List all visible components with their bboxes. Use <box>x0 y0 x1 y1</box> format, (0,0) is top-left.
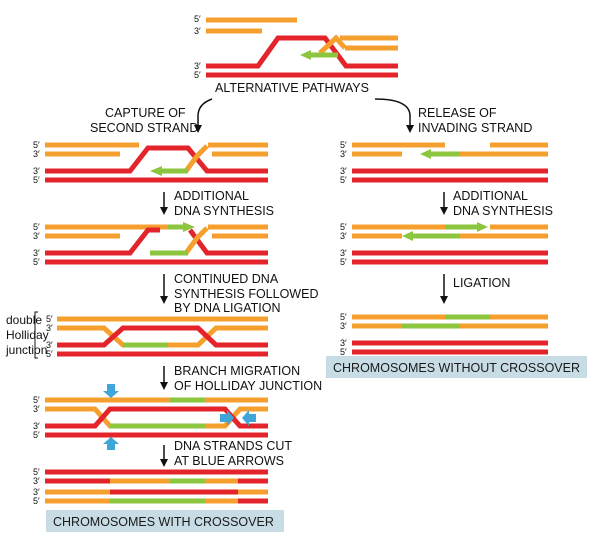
label-branch-2: OF HOLLIDAY JUNCTION <box>174 379 322 393</box>
orange-strand <box>183 144 209 173</box>
blue-arrow-right-icon <box>220 410 234 426</box>
end-label-3: 3′ <box>46 323 53 333</box>
result-with-crossover: CHROMOSOMES WITH CROSSOVER <box>53 515 274 529</box>
label-continued-2: SYNTHESIS FOLLOWED <box>174 287 318 301</box>
end-label-5: 5′ <box>340 175 347 185</box>
label-additional-left-2: DNA SYNTHESIS <box>174 204 274 218</box>
left-step-1: 5′ 3′ 3′ 5′ <box>33 140 268 185</box>
end-label-5: 5′ <box>33 140 40 150</box>
label-junction: junction <box>5 343 47 357</box>
end-label-3: 3′ <box>33 231 40 241</box>
label-additional-right-1: ADDITIONAL <box>453 189 528 203</box>
label-capture-2: SECOND STRAND <box>90 121 198 135</box>
end-label-3: 3′ <box>33 404 40 414</box>
label-release-1: RELEASE OF <box>418 106 497 120</box>
left-step-4-branch-migration: 5′ 3′ 3′ 5′ <box>33 384 268 450</box>
green-arrowhead-icon <box>477 222 488 232</box>
label-holliday: Holliday <box>6 328 49 342</box>
label-ligation: LIGATION <box>453 276 510 290</box>
green-arrowhead-icon <box>183 222 195 232</box>
end-label-3: 3′ <box>46 340 53 350</box>
green-arrowhead-icon <box>402 231 413 241</box>
left-step-2: 5′ 3′ 3′ 5′ <box>33 222 268 267</box>
orange-strand <box>57 325 268 348</box>
end-label-5: 5′ <box>33 175 40 185</box>
label-capture-1: CAPTURE OF <box>105 106 186 120</box>
blue-arrow-up-icon <box>103 437 119 450</box>
end-label-3: 3′ <box>33 476 40 486</box>
red-strand-top <box>206 35 398 69</box>
green-arrowhead-icon <box>420 149 431 159</box>
end-label-5: 5′ <box>340 140 347 150</box>
result-box-without-crossover <box>326 356 587 378</box>
end-label-3: 3′ <box>33 149 40 159</box>
end-label-5: 5′ <box>194 70 201 80</box>
label-double: double <box>6 313 42 327</box>
end-label-5: 5′ <box>340 347 347 357</box>
end-label-3: 3′ <box>340 321 347 331</box>
red-strand <box>45 406 268 429</box>
red-strand <box>57 325 268 348</box>
green-arrowhead-icon <box>150 166 162 176</box>
right-step-2: 5′ 3′ 3′ 5′ <box>340 222 548 267</box>
end-label-5: 5′ <box>33 395 40 405</box>
orange-invading-strand <box>318 34 347 55</box>
label-additional-right-2: DNA SYNTHESIS <box>453 204 553 218</box>
end-label-3: 3′ <box>194 26 201 36</box>
orange-strand <box>183 226 209 255</box>
red-strand <box>45 145 268 174</box>
left-step-5-crossover: 5′ 3′ 3′ 5′ <box>33 467 268 506</box>
end-label-5: 5′ <box>46 349 53 359</box>
label-branch-1: BRANCH MIGRATION <box>174 364 300 378</box>
label-additional-left-1: ADDITIONAL <box>174 189 249 203</box>
right-step-3-no-crossover: 5′ 3′ 3′ 5′ <box>340 312 548 357</box>
end-label-5: 5′ <box>33 467 40 477</box>
end-label-3: 3′ <box>340 149 347 159</box>
end-label-5: 5′ <box>340 312 347 322</box>
step-invasion: 5′ 3′ 3′ 5′ ALTERNATIVE PATHWAYS <box>194 14 398 95</box>
right-step-1: 5′ 3′ 3′ 5′ <box>340 140 548 185</box>
label-cut-2: AT BLUE ARROWS <box>174 454 284 468</box>
branch-arrow-left <box>194 98 213 133</box>
end-label-3: 3′ <box>33 421 40 431</box>
end-label-5: 5′ <box>46 314 53 324</box>
blue-arrow-down-icon <box>103 384 119 398</box>
end-label-5: 5′ <box>33 222 40 232</box>
end-label-5: 5′ <box>33 257 40 267</box>
end-label-5: 5′ <box>340 257 347 267</box>
label-continued-3: BY DNA LIGATION <box>174 301 281 315</box>
end-label-3: 3′ <box>33 166 40 176</box>
end-label-3: 3′ <box>194 61 201 71</box>
blue-arrow-left-icon <box>242 410 256 426</box>
end-label-3: 3′ <box>340 338 347 348</box>
end-label-3: 3′ <box>33 248 40 258</box>
label-continued-1: CONTINUED DNA <box>174 272 279 286</box>
branch-arrow-right <box>374 98 414 133</box>
end-label-3: 3′ <box>340 248 347 258</box>
result-without-crossover: CHROMOSOMES WITHOUT CROSSOVER <box>333 361 580 375</box>
end-label-5: 5′ <box>33 430 40 440</box>
left-step-3-double-holliday: 5′ 3′ 3′ 5′ <box>46 314 268 359</box>
bracket <box>34 311 38 359</box>
end-label-3: 3′ <box>340 166 347 176</box>
label-cut-1: DNA STRANDS CUT <box>174 439 292 453</box>
end-label-5: 5′ <box>33 496 40 506</box>
green-arrowhead-icon <box>300 50 311 60</box>
label-alternative-pathways: ALTERNATIVE PATHWAYS <box>215 81 369 95</box>
end-label-3: 3′ <box>33 487 40 497</box>
end-label-5: 5′ <box>194 14 201 24</box>
red-strand <box>45 227 160 256</box>
end-label-5: 5′ <box>340 222 347 232</box>
end-label-3: 3′ <box>340 231 347 241</box>
result-box-with-crossover <box>46 510 284 532</box>
label-release-2: INVADING STRAND <box>418 121 532 135</box>
